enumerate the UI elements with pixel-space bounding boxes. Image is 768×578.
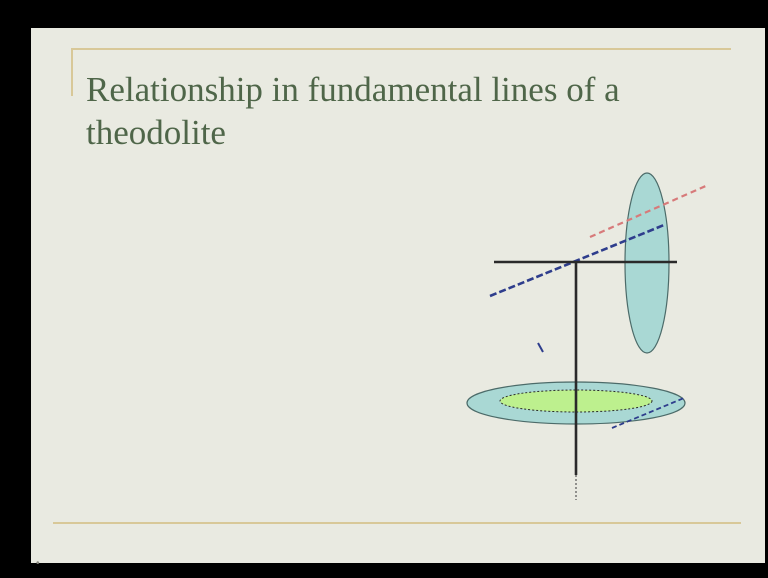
corner-mark: • — [36, 558, 40, 569]
line-of-collimation-offset — [589, 183, 709, 239]
title-accent-bracket — [71, 48, 73, 96]
level-tube — [611, 397, 685, 429]
slide-title: Relationship in fundamental lines of a t… — [86, 70, 620, 152]
line-of-sight — [489, 223, 665, 298]
title-accent-rule — [71, 48, 731, 50]
pointer-mark — [537, 342, 544, 353]
footer-rule — [53, 522, 741, 524]
